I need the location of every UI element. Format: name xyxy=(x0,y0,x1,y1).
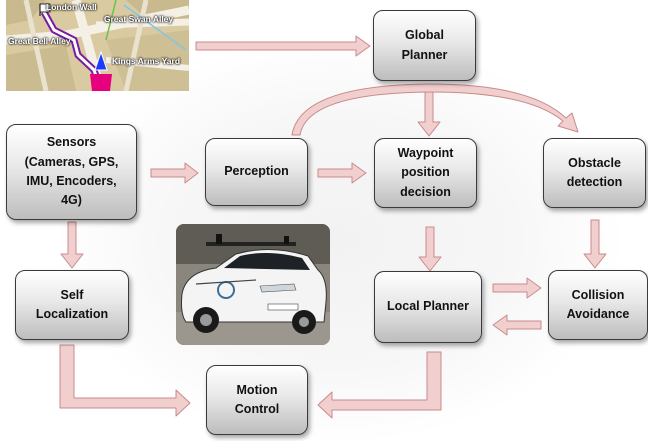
arrow-local-to-motion xyxy=(317,351,442,419)
collision-avoidance-label: Collision Avoidance xyxy=(566,287,630,321)
map-streets-graphic xyxy=(6,0,189,91)
local-planner-node: Local Planner xyxy=(374,271,482,343)
arrow-perception-to-obstacle-curve xyxy=(291,83,579,136)
motion-control-label: Motion Control xyxy=(234,382,280,416)
arrow-localization-to-motion xyxy=(59,344,191,417)
street-label: Great Bell Alley xyxy=(8,36,71,46)
arrow-perception-to-waypoint xyxy=(317,162,367,184)
obstacle-detection-node: Obstacle detection xyxy=(543,138,646,208)
perception-label: Perception xyxy=(224,164,289,179)
street-label: London Wall xyxy=(46,2,97,12)
sensors-node: Sensors (Cameras, GPS, IMU, Encoders, 4G… xyxy=(6,124,137,220)
street-label: Great Swan Alley xyxy=(104,14,174,24)
sensors-label: Sensors (Cameras, GPS, IMU, Encoders, 4G… xyxy=(24,135,119,208)
vehicle-photo xyxy=(176,224,330,345)
vehicle-graphic xyxy=(176,224,330,345)
collision-avoidance-node: Collision Avoidance xyxy=(548,270,648,340)
motion-control-node: Motion Control xyxy=(206,365,308,435)
local-planner-label: Local Planner xyxy=(387,299,469,314)
arrow-global-to-waypoint xyxy=(417,91,441,137)
self-localization-node: Self Localization xyxy=(15,270,129,340)
global-planner-label: Global Planner xyxy=(401,28,448,62)
arrow-map-to-global-planner xyxy=(195,35,371,57)
obstacle-detection-label: Obstacle detection xyxy=(566,155,623,189)
arrow-obstacle-to-collision xyxy=(583,219,607,269)
arrow-sensors-to-localization xyxy=(60,221,84,269)
arrow-collision-to-local xyxy=(492,314,542,336)
arrow-waypoint-to-local-planner xyxy=(418,226,442,272)
waypoint-decision-node: Waypoint position decision xyxy=(374,138,477,208)
background-glow xyxy=(60,40,620,440)
arrow-sensors-to-perception xyxy=(150,162,199,184)
waypoint-decision-label: Waypoint position decision xyxy=(397,145,454,199)
street-label: Kings Arms Yard xyxy=(112,56,181,66)
perception-node: Perception xyxy=(205,138,308,206)
global-planner-node: Global Planner xyxy=(373,10,476,81)
self-localization-label: Self Localization xyxy=(35,287,109,321)
arrow-local-to-collision xyxy=(492,277,542,299)
navigation-map-image: London Wall Great Swan Alley Great Bell … xyxy=(6,0,189,91)
